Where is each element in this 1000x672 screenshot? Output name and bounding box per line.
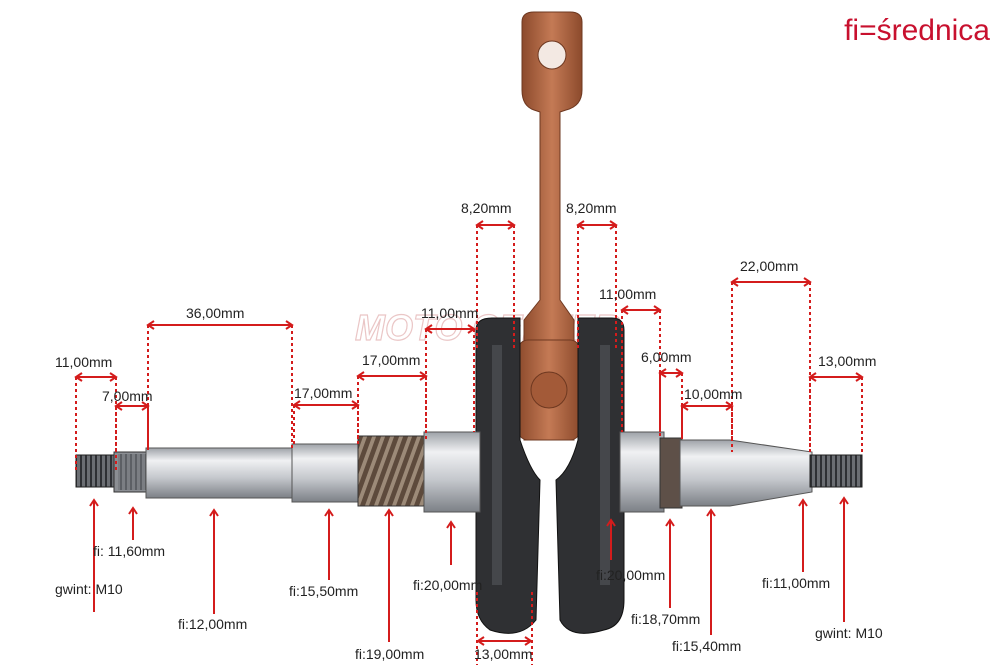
label-fi-11: fi:11,00mm bbox=[762, 575, 830, 591]
dim-right-step: 6,00mm bbox=[641, 349, 692, 365]
left-shaft bbox=[75, 431, 481, 513]
pointer-head-fi-18-70 bbox=[665, 518, 675, 527]
pointer-head-fi-12 bbox=[209, 508, 219, 517]
label-fi-12: fi:12,00mm bbox=[178, 616, 247, 632]
label-web-width: 13,00mm bbox=[474, 646, 532, 662]
label-fi-15-40: fi:15,40mm bbox=[672, 638, 741, 654]
pointer-head-fi-20-l bbox=[446, 520, 456, 529]
dim-left-mid: 17,00mm bbox=[294, 385, 352, 401]
dim-left-spline: 7,00mm bbox=[102, 388, 153, 404]
pointer-head-fi-15-40 bbox=[706, 508, 716, 517]
legend-text: fi=średnica bbox=[844, 14, 990, 47]
dim-head-web-b bbox=[524, 636, 533, 646]
dim-left-worm: 17,00mm bbox=[362, 352, 420, 368]
right-shaft bbox=[619, 431, 863, 513]
connecting-rod bbox=[517, 11, 583, 441]
dim-left-thread: 11,00mm bbox=[55, 354, 112, 370]
dim-left-inner: 11,00mm bbox=[421, 305, 478, 321]
label-gwint-right: gwint: M10 bbox=[815, 625, 883, 641]
label-fi-18-70: fi:18,70mm bbox=[631, 611, 700, 627]
dim-rod-left: 8,20mm bbox=[461, 200, 512, 216]
dim-right-inner: 11,00mm bbox=[599, 286, 656, 302]
pointer-head-fi-11 bbox=[798, 498, 808, 507]
label-gwint-left: gwint: M10 bbox=[55, 581, 123, 597]
pointer-head-fi-20-r bbox=[606, 518, 616, 527]
dim-rod-right: 8,20mm bbox=[566, 200, 617, 216]
crank-webs bbox=[475, 317, 625, 634]
dim-right-taper-start: 10,00mm bbox=[684, 386, 742, 402]
label-fi-19: fi:19,00mm bbox=[355, 646, 424, 662]
label-fi-11-60: fi: 11,60mm bbox=[93, 543, 165, 559]
pointer-head-gwint-l bbox=[89, 498, 99, 507]
pointer-head-fi-19 bbox=[384, 508, 394, 517]
dim-right-thread: 13,00mm bbox=[818, 353, 876, 369]
label-fi-20-right: fi:20,00mm bbox=[596, 567, 665, 583]
label-fi-15-50: fi:15,50mm bbox=[289, 583, 358, 599]
pointer-head-gwint-r bbox=[839, 496, 849, 505]
dimension-lines bbox=[74, 220, 864, 665]
pointer-head-fi-15-50 bbox=[324, 508, 334, 517]
dim-left-shaft: 36,00mm bbox=[186, 305, 244, 321]
pointer-head-fi-11-60 bbox=[128, 506, 138, 515]
dim-head-web-a bbox=[476, 636, 485, 646]
label-fi-20-left: fi:20,00mm bbox=[413, 577, 482, 593]
dim-right-taper: 22,00mm bbox=[740, 258, 798, 274]
